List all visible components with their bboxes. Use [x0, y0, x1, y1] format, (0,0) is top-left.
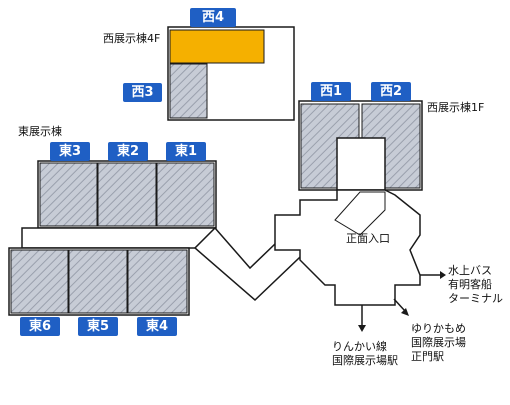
- hall-east-5-area[interactable]: [68, 249, 128, 314]
- entrance-ramp: [334, 191, 386, 236]
- arrow-icon: [393, 298, 409, 316]
- west-1f-floor-label: 西展示棟1F: [427, 101, 485, 114]
- east-corridor: [21, 227, 216, 249]
- yurikamome-line-2: 国際展示場: [411, 336, 466, 349]
- entrance-plaza: [274, 189, 421, 306]
- east-building-bottom: [8, 247, 190, 316]
- main-entrance-label: 正面入口: [346, 232, 390, 245]
- hall-east-6-badge[interactable]: 東6: [20, 317, 60, 336]
- hall-west-2-badge[interactable]: 西2: [371, 82, 411, 101]
- rinkai-line-2: 国際展示場駅: [332, 354, 398, 367]
- rinkai-line-1: りんかい線: [332, 340, 387, 353]
- hall-east-4-area[interactable]: [127, 249, 188, 314]
- yurikamome-station-label: ゆりかもめ 国際展示場 正門駅: [411, 322, 466, 364]
- hall-east-5-badge[interactable]: 東5: [78, 317, 118, 336]
- west-4f-floor-label: 西展示棟4F: [103, 32, 161, 45]
- hall-east-1-badge[interactable]: 東1: [166, 142, 206, 161]
- west-building-4f: [167, 26, 295, 121]
- hall-east-2-badge[interactable]: 東2: [108, 142, 148, 161]
- hall-east-3-badge[interactable]: 東3: [50, 142, 90, 161]
- hall-east-6-area[interactable]: [10, 249, 69, 314]
- yurikamome-line-1: ゆりかもめ: [411, 322, 466, 335]
- rinkai-station-label: りんかい線 国際展示場駅: [332, 340, 398, 368]
- water-bus-terminal-label: 水上バス 有明客船 ターミナル: [448, 264, 503, 306]
- east-building-label: 東展示棟: [18, 125, 62, 138]
- hall-east-3-area[interactable]: [39, 162, 98, 227]
- yurikamome-line-3: 正門駅: [411, 350, 444, 363]
- west-atrium: [336, 137, 386, 191]
- hall-west-3-area[interactable]: [169, 63, 208, 119]
- hall-east-2-area[interactable]: [97, 162, 157, 227]
- water-bus-line-1: 水上バス: [448, 264, 492, 277]
- arrow-icon: [420, 271, 446, 279]
- water-bus-line-2: 有明客船: [448, 278, 492, 291]
- east-building-top: [37, 160, 217, 229]
- hall-west-1-badge[interactable]: 西1: [311, 82, 351, 101]
- hall-east-4-badge[interactable]: 東4: [137, 317, 177, 336]
- water-bus-line-3: ターミナル: [448, 292, 503, 305]
- hall-west-3-badge[interactable]: 西3: [123, 83, 162, 102]
- hall-west-4-area[interactable]: [169, 29, 265, 64]
- hall-east-1-area[interactable]: [156, 162, 215, 227]
- arrow-icon: [358, 305, 366, 332]
- hall-west-4-badge[interactable]: 西4: [190, 8, 236, 27]
- west-building-1f: [298, 100, 423, 191]
